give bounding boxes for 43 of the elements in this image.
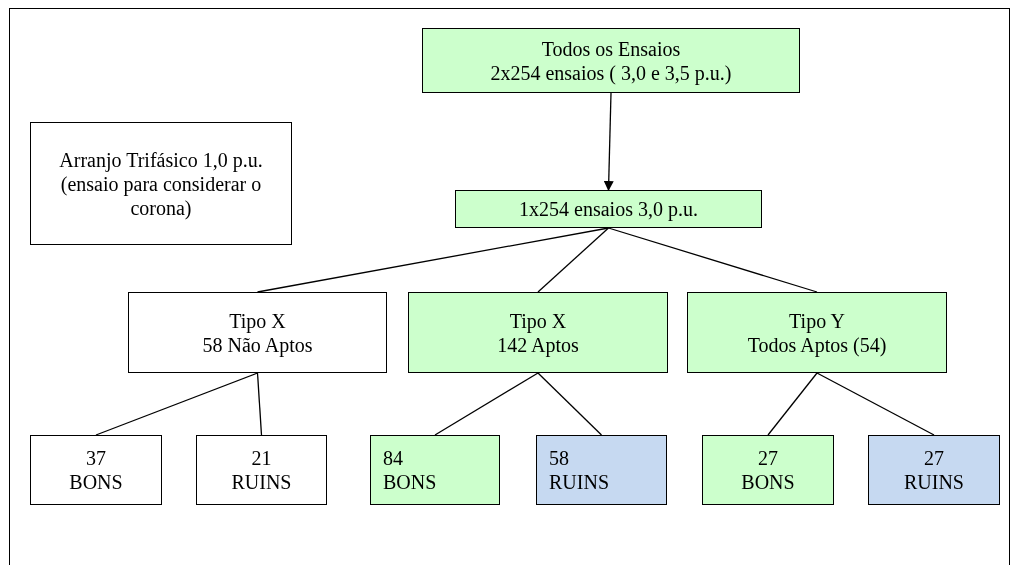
- box-text: 58 Não Aptos: [202, 333, 313, 357]
- box-text: Tipo Y: [789, 308, 845, 333]
- process-box: [687, 292, 947, 373]
- box-text: 1x254 ensaios 3,0 p.u.: [519, 197, 698, 221]
- box-text: 37: [86, 446, 106, 470]
- box-text: RUINS: [231, 470, 292, 494]
- process-box: [702, 435, 834, 505]
- box-text: BONS: [741, 470, 795, 494]
- box-text: RUINS: [904, 470, 964, 494]
- process-box: [370, 435, 500, 505]
- box-text: Arranjo Trifásico 1,0 p.u. (ensaio para considerar o corona): [58, 147, 264, 220]
- arrow: [603, 92, 614, 191]
- process-box: [868, 435, 1000, 505]
- box-text: Todos Aptos (54): [747, 333, 887, 357]
- process-box: [455, 190, 762, 228]
- box-text: RUINS: [549, 470, 609, 494]
- box-text: 142 Aptos: [497, 333, 579, 357]
- process-box: [536, 435, 667, 505]
- connector-line: [767, 372, 818, 436]
- box-text: 27: [924, 446, 944, 470]
- process-box: [30, 122, 292, 245]
- connector-line: [607, 227, 818, 293]
- connector-line: [537, 227, 610, 293]
- connector-line: [434, 372, 539, 436]
- connector-line: [256, 372, 263, 436]
- process-box: [128, 292, 387, 373]
- box-text: 27: [758, 446, 778, 470]
- process-box: [196, 435, 327, 505]
- box-text: 84: [383, 446, 403, 470]
- box-text: 58: [549, 446, 569, 470]
- process-box: [30, 435, 162, 505]
- process-box: [408, 292, 668, 373]
- box-text: Tipo X: [509, 308, 567, 333]
- connector-line: [816, 372, 935, 436]
- connector-line: [537, 372, 603, 436]
- box-text: 2x254 ensaios ( 3,0 e 3,5 p.u.): [490, 60, 732, 85]
- box-text: Tipo X: [229, 308, 286, 333]
- process-box: [422, 28, 800, 93]
- box-text: Todos os Ensaios: [541, 36, 681, 61]
- box-text: 21: [251, 446, 272, 470]
- connector-line: [95, 372, 259, 436]
- box-text: BONS: [69, 470, 123, 494]
- box-text: BONS: [383, 470, 437, 494]
